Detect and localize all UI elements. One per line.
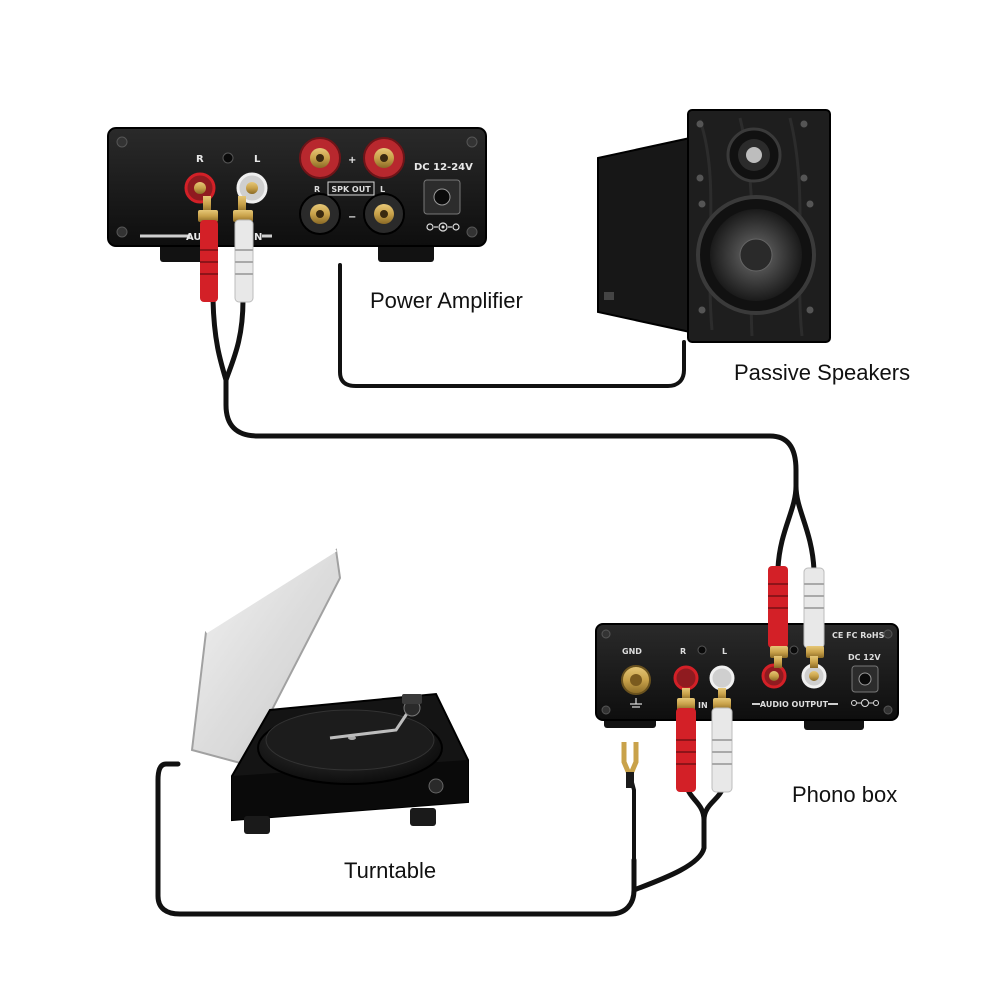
- turntable-label: Turntable: [344, 858, 436, 883]
- phono-output-rca-plugs: [768, 566, 825, 668]
- phono-input-branch-white: [701, 787, 725, 823]
- speaker-badge-icon: [604, 292, 614, 300]
- phono-box: GND R L IN AUDIO OUTPUT CE FC RoHS DC 12…: [595, 623, 899, 730]
- amp-audio-in-label: AU: [186, 232, 202, 243]
- phono-dc-label: DC 12V: [848, 653, 881, 662]
- screw-icon: [116, 136, 128, 148]
- screw-icon: [116, 226, 128, 238]
- phono-audio-output-label: AUDIO OUTPUT: [760, 700, 829, 709]
- speaker-cable: [338, 263, 686, 388]
- screw-icon: [601, 629, 611, 639]
- phono-input-label: IN: [698, 701, 708, 710]
- phono-input-r-label: R: [680, 647, 686, 656]
- spade-lug-icon: [621, 742, 639, 783]
- amp-channel-l-label: L: [254, 154, 261, 165]
- passive-speakers: [597, 109, 831, 343]
- terminal-hole: [380, 154, 388, 162]
- phono-gnd-label: GND: [622, 647, 642, 656]
- phono-cert-label: CE FC RoHS: [832, 631, 885, 640]
- phono-input-rca-plugs: [676, 688, 733, 793]
- rca-cable-amp-branch-white: [223, 297, 246, 383]
- rca-cable-amp-to-phono: [210, 297, 799, 489]
- rca-plug-tip: [203, 196, 211, 212]
- speed-knob-icon[interactable]: [428, 778, 444, 794]
- screw-icon: [800, 174, 808, 182]
- turntable-foot: [410, 808, 436, 826]
- amp-minus-label: −: [348, 212, 356, 223]
- screw-icon: [698, 306, 706, 314]
- spk-out-label-box: [327, 181, 375, 196]
- amp-rca-plugs: [198, 196, 254, 303]
- screw-icon: [696, 174, 704, 182]
- amp-plus-label: +: [348, 155, 356, 166]
- turntable-rca-cable: [155, 761, 637, 917]
- rca-cable-phono-branch-white: [793, 483, 817, 573]
- amp-spk-r-label: R: [314, 185, 320, 194]
- screw-icon: [698, 200, 706, 208]
- tonearm-counterweight: [402, 694, 422, 704]
- rca-plug-tip: [238, 196, 246, 212]
- ground-icon: [630, 698, 642, 708]
- turntable: [190, 548, 469, 834]
- screw-icon: [601, 705, 611, 715]
- amp-in-label: N: [254, 232, 262, 243]
- amp-spk-out-label: SPK OUT: [331, 185, 371, 194]
- rca-plug-collar: [198, 210, 218, 222]
- screw-icon: [697, 645, 707, 655]
- terminal-hole: [380, 210, 388, 218]
- screw-icon: [696, 120, 704, 128]
- amp-dc-label: DC 12-24V: [414, 162, 473, 173]
- dc-polarity-icon: [426, 222, 460, 232]
- amp-spk-l-label: L: [380, 185, 385, 194]
- rca-plug-white: [711, 707, 733, 793]
- screw-icon: [466, 226, 478, 238]
- power-amplifier: R L AU N + − R: [107, 127, 487, 262]
- dust-cover: [190, 548, 342, 766]
- screw-icon: [883, 705, 893, 715]
- screw-icon: [789, 645, 799, 655]
- screw-icon: [883, 629, 893, 639]
- phono-box-label: Phono box: [792, 782, 897, 807]
- amp-rca-pin-r: [194, 182, 206, 194]
- screw-icon: [466, 136, 478, 148]
- screw-icon: [806, 306, 814, 314]
- passive-speakers-label: Passive Speakers: [734, 360, 910, 385]
- terminal-hole: [316, 210, 324, 218]
- phono-input-l-label: L: [722, 647, 727, 656]
- turntable-foot: [244, 816, 270, 834]
- screw-icon: [800, 120, 808, 128]
- amp-speaker-terminals: + − R SPK OUT L: [299, 137, 405, 235]
- screw-icon: [806, 200, 814, 208]
- phono-rca-input-l[interactable]: [709, 665, 735, 691]
- phono-rca-input-r[interactable]: [673, 665, 699, 691]
- cables: [155, 263, 817, 917]
- rca-plug-red: [676, 708, 696, 792]
- amp-rca-pin-l: [246, 182, 258, 194]
- gnd-spade-lug: [621, 742, 639, 788]
- screw-icon: [222, 152, 234, 164]
- phono-input-cable-merge: [631, 817, 707, 893]
- phono-input-branch-red: [685, 787, 707, 823]
- dc-polarity-icon: [851, 699, 879, 707]
- dc-jack-hole: [433, 188, 451, 206]
- rca-cable-phono-branch-red: [775, 483, 799, 571]
- amp-channel-r-label: R: [196, 154, 204, 165]
- terminal-hole: [316, 154, 324, 162]
- rca-plug-collar: [233, 210, 253, 222]
- power-amplifier-label: Power Amplifier: [370, 288, 523, 313]
- speaker-rear-cabinet: [597, 136, 691, 334]
